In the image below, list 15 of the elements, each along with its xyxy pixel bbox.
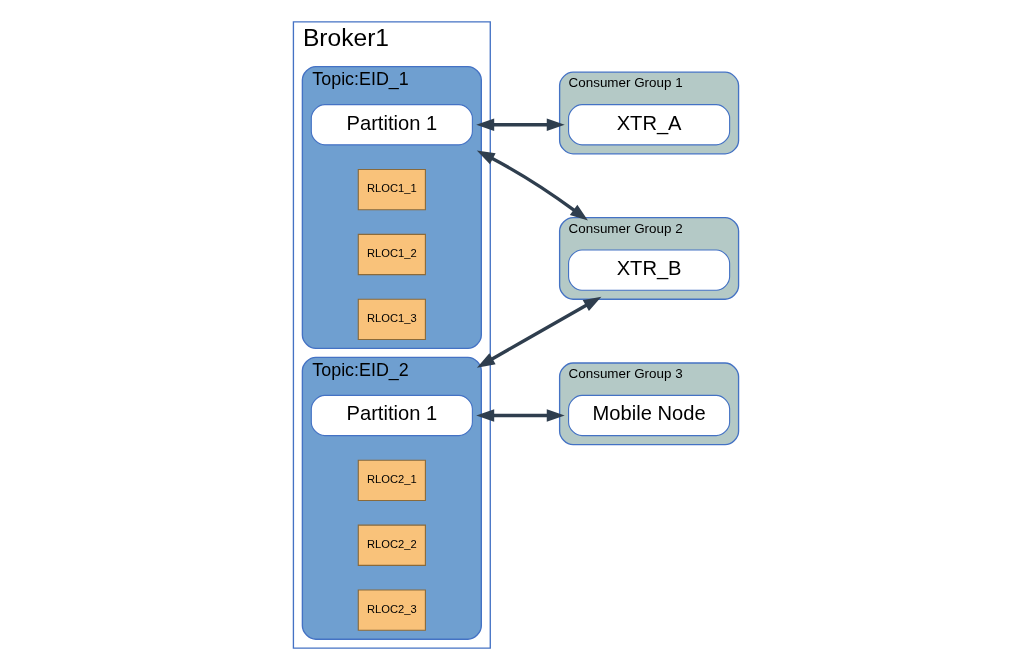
node-box: RLOC1_2 [357,233,426,276]
arrow [476,296,602,368]
node-box: XTR_B [568,249,731,291]
node-box: RLOC2_3 [357,589,426,631]
node-box: RLOC1_3 [357,298,426,341]
node-box: RLOC2_2 [357,524,426,566]
node-box: XTR_A [568,104,731,146]
node-box: Mobile Node [568,394,731,437]
node-box: RLOC2_1 [357,459,426,502]
node-box: RLOC1_1 [357,168,426,211]
arrow [476,118,565,131]
node-box: Partition 1 [310,104,473,146]
arrow [476,409,565,422]
node-box: Partition 1 [310,394,473,437]
arrow [476,150,588,221]
